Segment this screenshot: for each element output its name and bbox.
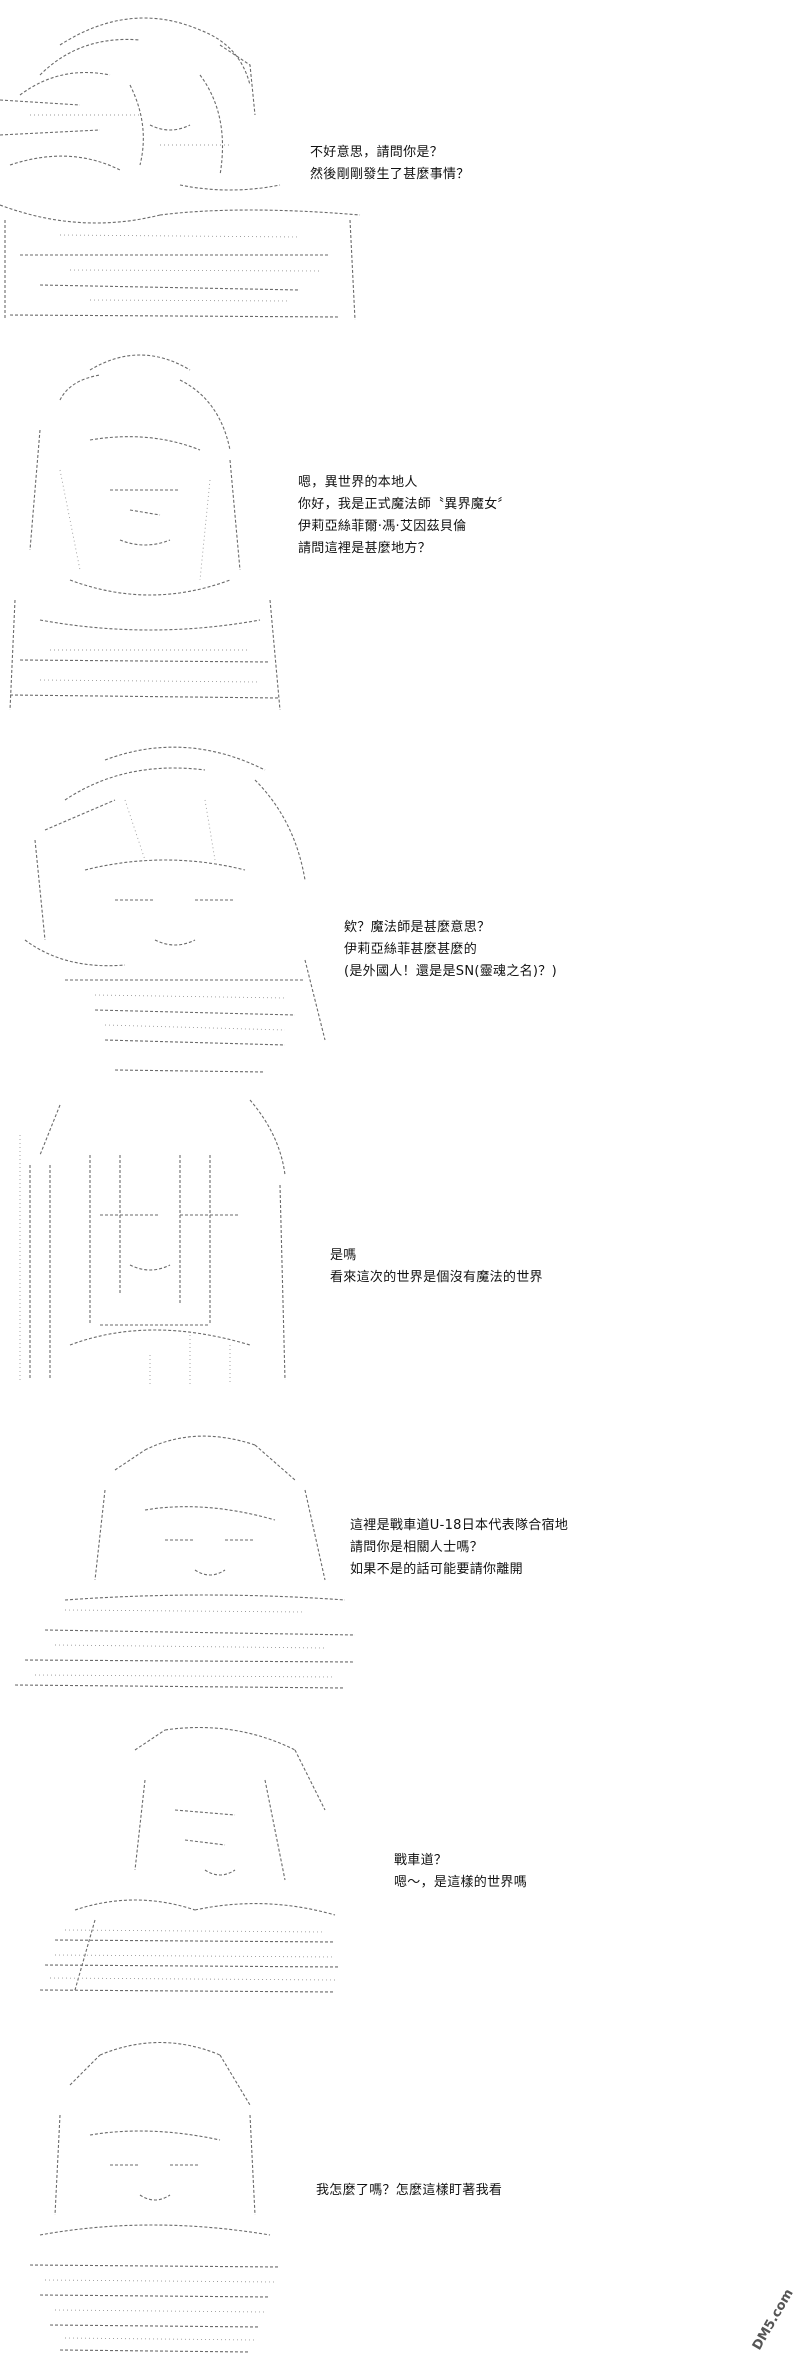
dialogue-line: 是嗎 xyxy=(330,1248,357,1263)
portrait-6-drawing xyxy=(39,1726,341,1993)
comic-panel-5: 這裡是戰車道U-18日本代表隊合宿地 請問你是相關人士嗎？ 如果不是的話可能要請… xyxy=(0,1395,800,1700)
portrait-1-drawing xyxy=(0,17,361,321)
dialogue-panel-5: 這裡是戰車道U-18日本代表隊合宿地 請問你是相關人士嗎？ 如果不是的話可能要請… xyxy=(350,1515,568,1581)
dialogue-line: 請問你是相關人士嗎？ xyxy=(350,1540,484,1555)
dialogue-line: 這裡是戰車道U-18日本代表隊合宿地 xyxy=(350,1518,569,1533)
dialogue-panel-6: 戰車道？ 嗯～，是這樣的世界嗎 xyxy=(394,1850,527,1894)
dialogue-line: 伊莉亞絲菲爾·馮·艾因茲貝倫 xyxy=(298,519,467,534)
ascii-art-portrait-5 xyxy=(5,1430,365,1695)
ascii-art-portrait-3 xyxy=(5,740,350,1080)
dialogue-line: 不好意思，請問你是？ xyxy=(310,145,444,160)
comic-panel-4: 是嗎 看來這次的世界是個沒有魔法的世界 xyxy=(0,1085,800,1395)
portrait-3-drawing xyxy=(24,746,326,1073)
dialogue-line: 嗯，異世界的本地人 xyxy=(298,475,418,490)
dialogue-panel-3: 欸？魔法師是甚麼意思？ 伊莉亞絲菲甚麼甚麼的 (是外國人！還是是SN(靈魂之名)… xyxy=(344,917,557,983)
comic-panel-7: 我怎麼了嗎？怎麼這樣盯著我看 DM5.com xyxy=(0,2010,800,2366)
comic-panel-6: 戰車道？ 嗯～，是這樣的世界嗎 xyxy=(0,1700,800,2010)
dialogue-line: 戰車道？ xyxy=(394,1853,448,1868)
ascii-art-portrait-2 xyxy=(0,350,290,715)
dialogue-line: 嗯～，是這樣的世界嗎 xyxy=(394,1875,528,1890)
dialogue-line: 你好，我是正式魔法師〝異界魔女〞 xyxy=(298,497,511,512)
dialogue-panel-1: 不好意思，請問你是？ 然後剛剛發生了甚麼事情？ xyxy=(310,142,470,186)
dialogue-line: 如果不是的話可能要請你離開 xyxy=(350,1562,523,1577)
dialogue-panel-7: 我怎麼了嗎？怎麼這樣盯著我看 xyxy=(316,2180,502,2202)
watermark-drawing: DM5.com xyxy=(750,2287,796,2353)
ascii-art-portrait-6 xyxy=(35,1720,345,2000)
comic-panel-2: 嗯，異世界的本地人 你好，我是正式魔法師〝異界魔女〞 伊莉亞絲菲爾·馮·艾因茲貝… xyxy=(0,330,800,715)
portrait-7-drawing xyxy=(29,2041,281,2353)
comic-panel-1: 不好意思，請問你是？ 然後剛剛發生了甚麼事情？ xyxy=(0,0,800,330)
watermark-text: DM5.com xyxy=(750,2287,796,2353)
portrait-4-drawing xyxy=(19,1099,286,1385)
portrait-5-drawing xyxy=(14,1435,356,1689)
dialogue-panel-2: 嗯，異世界的本地人 你好，我是正式魔法師〝異界魔女〞 伊莉亞絲菲爾·馮·艾因茲貝… xyxy=(298,472,511,560)
ascii-art-portrait-7 xyxy=(0,2035,300,2355)
portrait-2-drawing xyxy=(9,354,281,711)
dialogue-panel-4: 是嗎 看來這次的世界是個沒有魔法的世界 xyxy=(330,1245,543,1289)
dialogue-line: 請問這裡是甚麼地方？ xyxy=(298,541,432,556)
dialogue-line: 伊莉亞絲菲甚麼甚麼的 xyxy=(344,942,478,957)
dialogue-line: 看來這次的世界是個沒有魔法的世界 xyxy=(330,1270,543,1285)
site-logo-icon: DM5.com xyxy=(748,2276,796,2362)
dialogue-line: 然後剛剛發生了甚麼事情？ xyxy=(310,167,470,182)
comic-panel-3: 欸？魔法師是甚麼意思？ 伊莉亞絲菲甚麼甚麼的 (是外國人！還是是SN(靈魂之名)… xyxy=(0,715,800,1085)
dialogue-line: (是外國人！還是是SN(靈魂之名)？) xyxy=(344,964,557,979)
dialogue-line: 欸？魔法師是甚麼意思？ xyxy=(344,920,491,935)
ascii-art-portrait-4 xyxy=(10,1095,310,1390)
dialogue-line: 我怎麼了嗎？怎麼這樣盯著我看 xyxy=(316,2183,503,2198)
ascii-art-portrait-1 xyxy=(0,5,370,325)
